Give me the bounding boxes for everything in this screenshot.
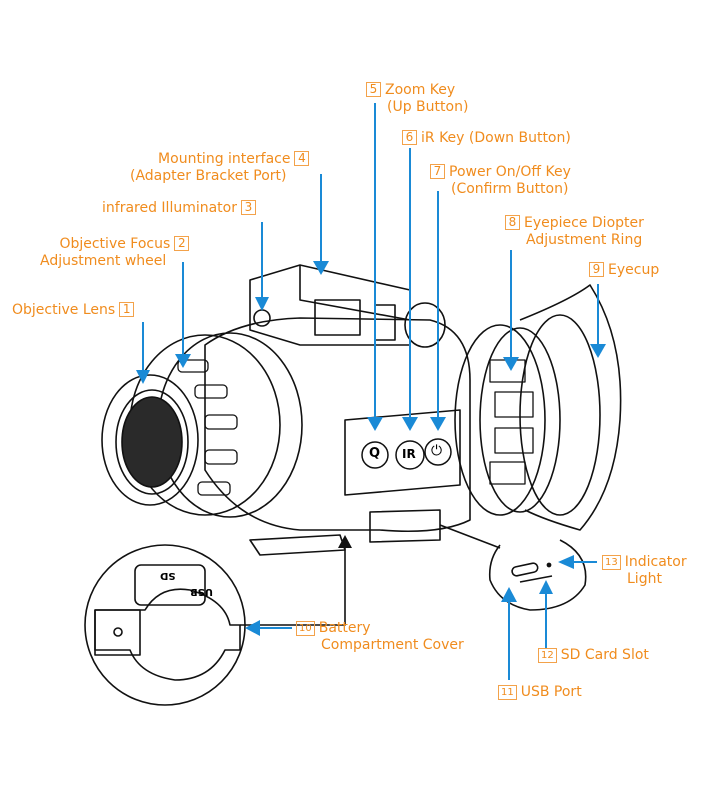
ir-key[interactable] xyxy=(395,440,425,470)
inset-usb-label: USB xyxy=(190,586,213,597)
zoom-key-glyph: Q xyxy=(369,446,381,461)
usb-port xyxy=(511,562,539,577)
zoom-key[interactable] xyxy=(361,441,389,469)
battery-inset xyxy=(84,544,246,706)
power-key[interactable] xyxy=(424,438,452,466)
eyepiece-diopter-ring xyxy=(454,324,546,516)
infrared-illuminator xyxy=(253,309,271,327)
inset-sd-label: SD xyxy=(160,570,176,581)
eyecup xyxy=(519,284,622,531)
ir-key-glyph: IR xyxy=(402,447,416,461)
power-key-glyph: ⏻ xyxy=(431,443,443,459)
control-panel xyxy=(344,409,461,496)
objective-lens-outer xyxy=(101,374,199,506)
objective-lens-glass xyxy=(121,396,183,488)
main-housing xyxy=(204,317,471,532)
ports-inset xyxy=(488,539,587,611)
